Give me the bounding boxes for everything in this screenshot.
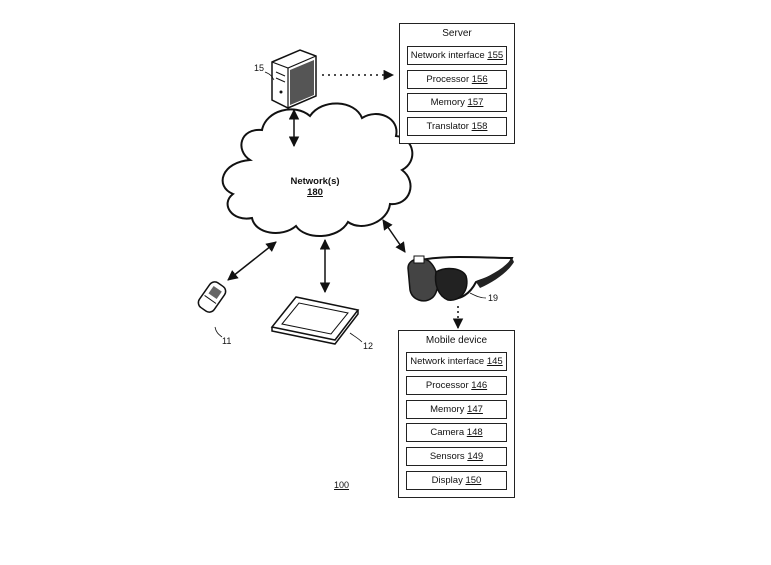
- leader-11: [214, 326, 223, 338]
- mobile-component-ref: 149: [467, 451, 484, 463]
- server-component-ref: 156: [471, 73, 488, 85]
- server-ref-label: 15: [254, 63, 265, 73]
- server-component-processor: Processor 156: [407, 69, 507, 89]
- tablet-icon: [270, 296, 360, 345]
- mobile-component-ref: 150: [465, 475, 482, 486]
- mobile-component-sensors: Sensors 149: [406, 447, 507, 467]
- server-icon: [271, 49, 317, 109]
- network-name: Network(s): [290, 176, 340, 187]
- mobile-component-camera: Camera 148: [406, 423, 507, 443]
- mobile-component-network-interface: Network interface 145: [406, 352, 507, 371]
- tablet-ref-label: 12: [363, 341, 374, 351]
- phone-icon: [197, 281, 227, 313]
- mobile-component-name: Network interface: [410, 356, 485, 367]
- phone-ref-label: 11: [222, 336, 232, 346]
- mobile-component-name: Sensors: [429, 451, 465, 463]
- mobile-component-memory: Memory 147: [406, 399, 507, 419]
- figure-ref-label: 100: [334, 480, 350, 490]
- mobile-title: Mobile device: [425, 335, 488, 346]
- server-component-ref: 158: [471, 120, 488, 132]
- leader-19: [469, 292, 487, 299]
- glasses-icon: [407, 255, 514, 302]
- server-component-name: Translator: [426, 120, 469, 132]
- server-component-ref: 157: [467, 97, 484, 108]
- network-cloud: [221, 102, 414, 238]
- mobile-component-processor: Processor 146: [406, 375, 507, 395]
- mobile-component-name: Memory: [430, 403, 465, 415]
- mobile-component-ref: 148: [466, 427, 483, 439]
- mobile-component-name: Processor: [425, 379, 469, 391]
- server-component-ref: 155: [487, 50, 504, 61]
- server-component-name: Processor: [426, 73, 470, 85]
- mobile-component-ref: 147: [467, 403, 483, 415]
- network-ref: 180: [307, 187, 323, 198]
- glasses-network-arrow: [382, 219, 406, 253]
- glasses-ref-label: 19: [488, 293, 499, 303]
- leader-12: [349, 332, 363, 343]
- mobile-component-display: Display 150: [406, 471, 507, 490]
- mobile-component-name: Display: [431, 475, 463, 486]
- server-component-name: Network interface: [410, 50, 485, 61]
- server-title: Server: [442, 28, 472, 39]
- server-component-translator: Translator 158: [407, 116, 507, 136]
- network-label: Network(s) 180: [275, 176, 355, 198]
- mobile-component-name: Camera: [430, 427, 465, 439]
- server-component-memory: Memory 157: [407, 93, 507, 112]
- phone-network-arrow: [227, 241, 277, 281]
- mobile-component-ref: 146: [471, 379, 488, 391]
- leader-15: [264, 71, 275, 81]
- server-component-network-interface: Network interface 155: [407, 46, 507, 65]
- mobile-component-ref: 145: [486, 356, 503, 367]
- server-component-name: Memory: [430, 97, 465, 108]
